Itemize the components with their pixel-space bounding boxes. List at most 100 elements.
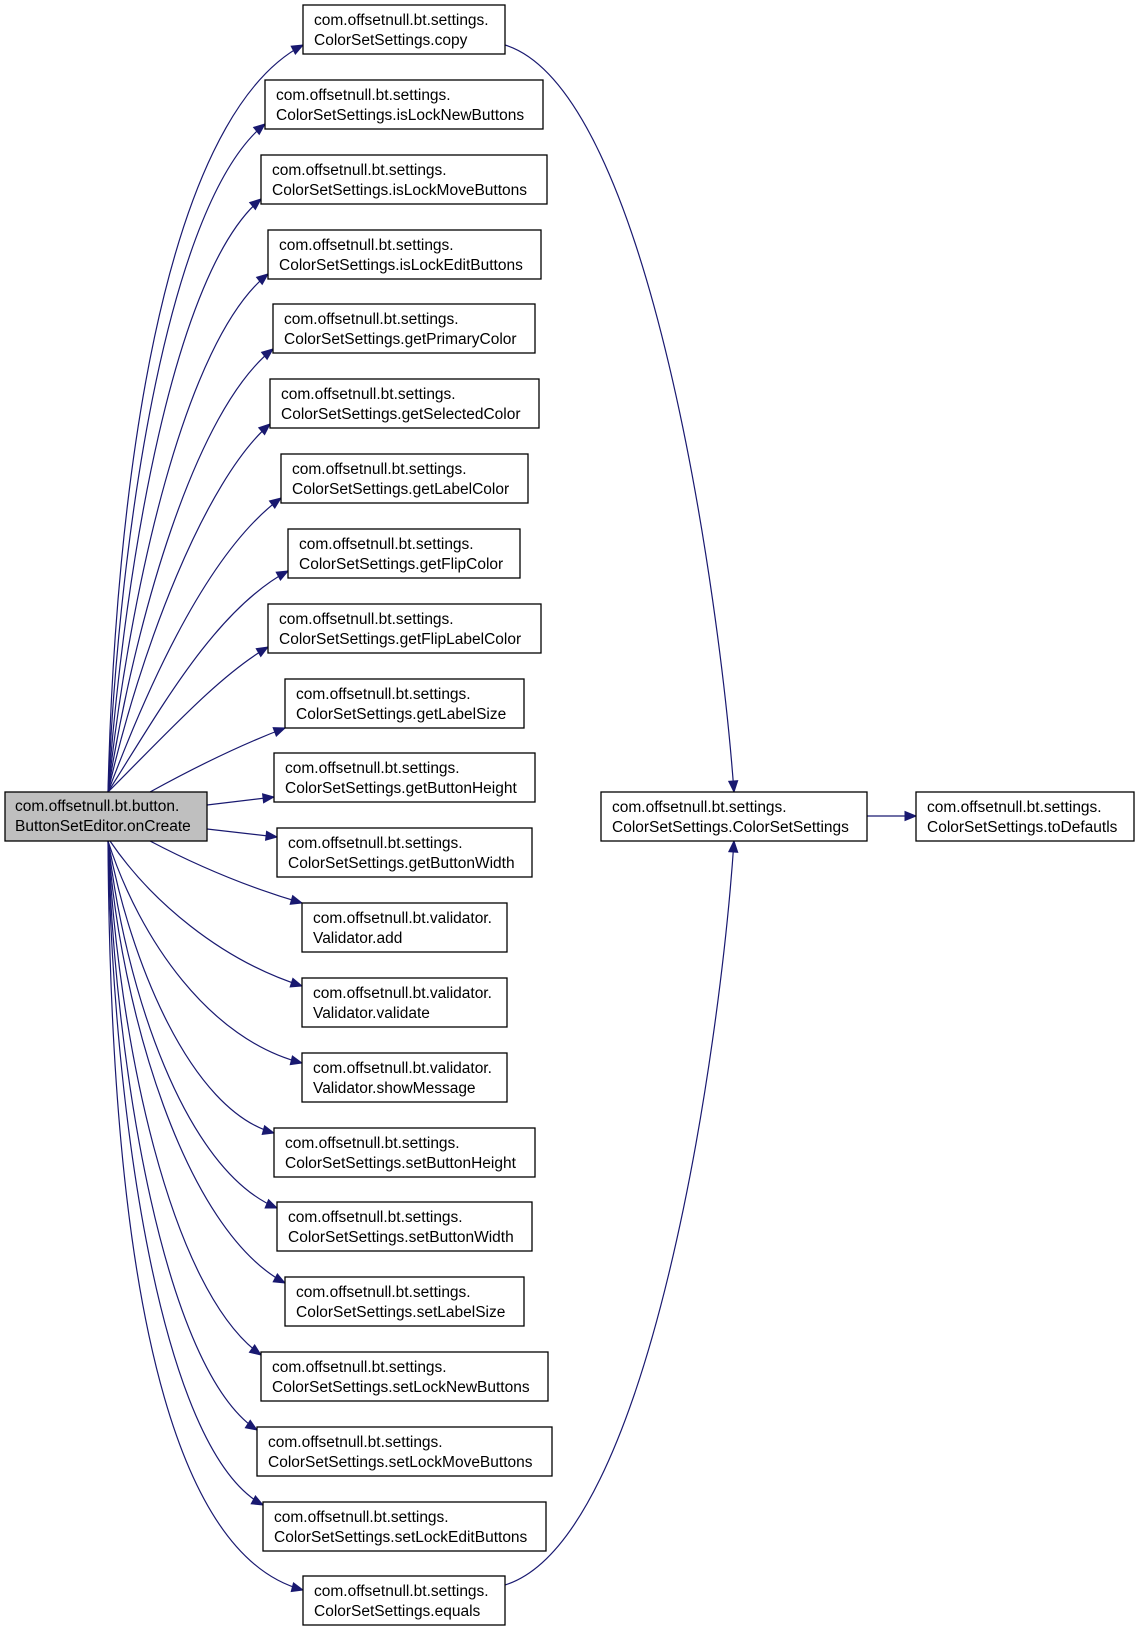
callee-node-set-lock-move-buttons[interactable]: com.offsetnull.bt.settings. ColorSetSett… [256, 1426, 553, 1477]
edge-to-get-label-color [107, 497, 282, 793]
callee-node-line2: ColorSetSettings.getFlipColor [299, 556, 503, 573]
callee-node-get-flip-color[interactable]: com.offsetnull.bt.settings. ColorSetSett… [287, 528, 521, 579]
edge-to-set-label-size [107, 840, 286, 1284]
callee-node-line2: ColorSetSettings.copy [314, 32, 468, 49]
callee-node-validator-add[interactable]: com.offsetnull.bt.validator. Validator.a… [301, 902, 508, 953]
callee-node-line2: ColorSetSettings.getLabelSize [296, 706, 506, 723]
callee-node-get-flip-label-color[interactable]: com.offsetnull.bt.settings. ColorSetSett… [267, 603, 542, 654]
edge-to-equals [107, 840, 304, 1591]
arrowhead-constructor [727, 839, 739, 853]
callee-node-line2: ColorSetSettings.setButtonHeight [285, 1155, 517, 1172]
edge-to-is-lock-new-buttons [107, 123, 266, 793]
arrowhead-get-primary-color [260, 348, 275, 361]
constructor-node-line2: ColorSetSettings.ColorSetSettings [612, 819, 849, 836]
defaults-node[interactable]: com.offsetnull.bt.settings. ColorSetSett… [915, 791, 1135, 842]
callee-node-line2: ColorSetSettings.getButtonHeight [285, 780, 517, 797]
callee-node-copy[interactable]: com.offsetnull.bt.settings. ColorSetSett… [302, 4, 506, 55]
edge-to-constructor [504, 44, 735, 793]
callee-node-line1: com.offsetnull.bt.settings. [296, 1284, 471, 1301]
callee-node-get-label-size[interactable]: com.offsetnull.bt.settings. ColorSetSett… [284, 678, 525, 729]
callee-node-get-primary-color[interactable]: com.offsetnull.bt.settings. ColorSetSett… [272, 303, 536, 354]
callee-node-line1: com.offsetnull.bt.validator. [313, 910, 492, 927]
callee-node-line1: com.offsetnull.bt.settings. [296, 686, 471, 703]
arrowhead-validator-validate [289, 977, 304, 988]
arrowhead-is-lock-edit-buttons [255, 273, 270, 286]
callee-node-get-button-width[interactable]: com.offsetnull.bt.settings. ColorSetSett… [276, 827, 533, 878]
callee-node-line1: com.offsetnull.bt.settings. [281, 386, 456, 403]
callee-node-line1: com.offsetnull.bt.settings. [299, 536, 474, 553]
callee-node-line1: com.offsetnull.bt.settings. [268, 1434, 443, 1451]
callee-node-line1: com.offsetnull.bt.validator. [313, 985, 492, 1002]
callee-node-validator-show-message[interactable]: com.offsetnull.bt.validator. Validator.s… [301, 1052, 508, 1103]
arrowhead-validator-show-message [289, 1055, 304, 1066]
callee-node-set-label-size[interactable]: com.offsetnull.bt.settings. ColorSetSett… [284, 1276, 525, 1327]
callee-node-line2: ColorSetSettings.isLockEditButtons [279, 257, 523, 274]
callee-node-line2: ColorSetSettings.setLockEditButtons [274, 1529, 528, 1546]
callee-node-line2: Validator.add [313, 930, 402, 947]
callee-node-line1: com.offsetnull.bt.settings. [284, 311, 459, 328]
root-node-line1: com.offsetnull.bt.button. [15, 798, 179, 815]
callee-node-line1: com.offsetnull.bt.settings. [279, 611, 454, 628]
callee-node-line2: ColorSetSettings.getPrimaryColor [284, 331, 517, 348]
arrowhead-is-lock-new-buttons [252, 123, 267, 136]
edge-to-validator-add [149, 840, 303, 904]
root-node-line2: ButtonSetEditor.onCreate [15, 818, 191, 835]
arrowhead-set-button-height [261, 1124, 276, 1136]
arrowhead-set-lock-edit-buttons [250, 1494, 265, 1506]
callee-node-line1: com.offsetnull.bt.settings. [272, 1359, 447, 1376]
callee-node-set-button-width[interactable]: com.offsetnull.bt.settings. ColorSetSett… [276, 1201, 533, 1252]
callee-node-line1: com.offsetnull.bt.settings. [272, 162, 447, 179]
callee-node-get-button-height[interactable]: com.offsetnull.bt.settings. ColorSetSett… [273, 752, 536, 803]
callee-node-line2: ColorSetSettings.setLabelSize [296, 1304, 505, 1321]
edge-to-validator-show-message [107, 840, 303, 1064]
edge-to-set-button-height [107, 840, 275, 1134]
callee-node-equals[interactable]: com.offsetnull.bt.settings. ColorSetSett… [302, 1575, 506, 1626]
callee-node-line1: com.offsetnull.bt.settings. [314, 12, 489, 29]
callee-node-set-lock-new-buttons[interactable]: com.offsetnull.bt.settings. ColorSetSett… [260, 1351, 549, 1402]
edge-to-is-lock-edit-buttons [107, 273, 269, 793]
arrowhead-defaults [904, 810, 918, 822]
edge-to-set-button-width [107, 840, 278, 1209]
callee-node-get-selected-color[interactable]: com.offsetnull.bt.settings. ColorSetSett… [269, 378, 540, 429]
defaults-node-line1: com.offsetnull.bt.settings. [927, 799, 1102, 816]
callee-node-line1: com.offsetnull.bt.settings. [279, 237, 454, 254]
edge-to-get-primary-color [107, 348, 274, 793]
constructor-node[interactable]: com.offsetnull.bt.settings. ColorSetSett… [600, 791, 868, 842]
arrowhead-set-button-width [264, 1198, 279, 1209]
arrowhead-get-flip-color [275, 570, 290, 582]
callee-node-line2: ColorSetSettings.equals [314, 1603, 481, 1620]
arrowhead-equals [290, 1582, 305, 1593]
arrowhead-get-label-color [268, 497, 283, 510]
root-node[interactable]: com.offsetnull.bt.button. ButtonSetEdito… [4, 791, 208, 842]
arrowhead-get-label-size [272, 727, 287, 737]
arrowhead-validator-add [289, 894, 304, 905]
callee-node-line2: ColorSetSettings.setLockMoveButtons [268, 1454, 533, 1471]
callee-node-is-lock-new-buttons[interactable]: com.offsetnull.bt.settings. ColorSetSett… [264, 79, 544, 130]
edge-to-get-button-width [206, 828, 278, 838]
callee-node-line2: ColorSetSettings.isLockNewButtons [276, 107, 524, 124]
callee-node-line2: ColorSetSettings.isLockMoveButtons [272, 182, 527, 199]
callee-node-line1: com.offsetnull.bt.settings. [314, 1583, 489, 1600]
edge-to-constructor [504, 840, 735, 1586]
constructor-node-line1: com.offsetnull.bt.settings. [612, 799, 787, 816]
arrowhead-copy [290, 44, 305, 55]
arrowhead-constructor [727, 780, 739, 794]
callee-node-validator-validate[interactable]: com.offsetnull.bt.validator. Validator.v… [301, 977, 508, 1028]
arrowhead-get-flip-label-color [255, 646, 270, 658]
edge-to-validator-validate [109, 840, 303, 987]
callee-node-is-lock-edit-buttons[interactable]: com.offsetnull.bt.settings. ColorSetSett… [267, 229, 542, 280]
callee-node-get-label-color[interactable]: com.offsetnull.bt.settings. ColorSetSett… [280, 453, 529, 504]
callee-node-is-lock-move-buttons[interactable]: com.offsetnull.bt.settings. ColorSetSett… [260, 154, 548, 205]
callee-node-line2: ColorSetSettings.getButtonWidth [288, 855, 515, 872]
callee-node-line1: com.offsetnull.bt.settings. [285, 1135, 460, 1152]
arrowhead-get-button-height [261, 793, 276, 804]
callee-node-line1: com.offsetnull.bt.settings. [285, 760, 460, 777]
callee-node-set-lock-edit-buttons[interactable]: com.offsetnull.bt.settings. ColorSetSett… [262, 1501, 547, 1552]
callee-node-line2: ColorSetSettings.setLockNewButtons [272, 1379, 530, 1396]
callee-node-set-button-height[interactable]: com.offsetnull.bt.settings. ColorSetSett… [273, 1127, 536, 1178]
callee-node-line1: com.offsetnull.bt.settings. [288, 835, 463, 852]
edges-layer [107, 44, 918, 1593]
defaults-node-line2: ColorSetSettings.toDefautls [927, 819, 1118, 836]
arrowhead-set-lock-new-buttons [248, 1344, 263, 1356]
